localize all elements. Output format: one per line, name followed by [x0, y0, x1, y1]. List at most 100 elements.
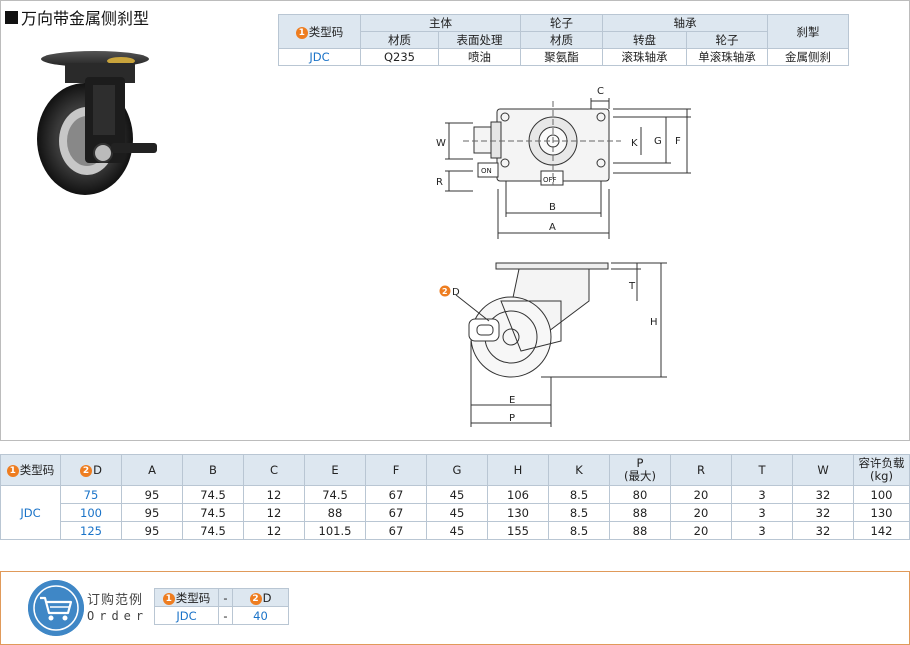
technical-drawing: C W R K G F B A ON OFF	[436, 86, 691, 427]
side-view-labels: 2 D T H E P	[439, 281, 658, 424]
table-cell: 74.5	[182, 503, 244, 522]
dims-code: JDC	[0, 485, 61, 540]
table-cell: 12	[243, 521, 305, 540]
label-p: P	[509, 413, 515, 424]
spec-header-surface: 表面处理	[438, 31, 521, 49]
table-cell: 125	[60, 521, 122, 540]
marker-1-icon: 1	[6, 464, 19, 477]
spec-header-bearing: 轴承	[602, 14, 768, 32]
table-cell: 88	[304, 503, 366, 522]
label-w: W	[436, 138, 446, 149]
spec-material: Q235	[360, 48, 439, 66]
table-cell: 130	[487, 503, 549, 522]
table-cell: 32	[792, 503, 854, 522]
dims-header-f: F	[365, 454, 427, 486]
table-cell: 67	[365, 503, 427, 522]
table-cell: 95	[121, 521, 183, 540]
table-cell: 106	[487, 485, 549, 504]
table-cell: 3	[731, 503, 793, 522]
dims-header-a: A	[121, 454, 183, 486]
table-cell: 74.5	[182, 485, 244, 504]
table-cell: 88	[609, 503, 671, 522]
order-value-type-code: JDC	[154, 606, 219, 625]
table-cell: 75	[60, 485, 122, 504]
table-cell: 142	[853, 521, 910, 540]
dims-header-g: G	[426, 454, 488, 486]
label-c: C	[597, 86, 604, 97]
label-r: R	[436, 177, 443, 188]
table-cell: 12	[243, 503, 305, 522]
table-cell: 20	[670, 521, 732, 540]
order-value-d: 40	[232, 606, 289, 625]
spec-brake: 金属侧刹	[767, 48, 849, 66]
spec-header-swivel: 转盘	[602, 31, 687, 49]
label-d: D	[452, 287, 460, 298]
table-cell: 80	[609, 485, 671, 504]
table-cell: 8.5	[548, 521, 610, 540]
table-cell: 8.5	[548, 503, 610, 522]
table-cell: 100	[60, 503, 122, 522]
label-h: H	[650, 317, 658, 328]
dims-header-e: E	[304, 454, 366, 486]
marker-1-icon: 1	[162, 592, 175, 605]
spec-header-brake: 刹掣	[767, 14, 849, 49]
marker-1-icon: 1	[295, 26, 308, 39]
spec-code: JDC	[278, 48, 361, 66]
marker-2-icon: 2	[442, 287, 448, 296]
dims-header-t: T	[731, 454, 793, 486]
side-view	[455, 262, 667, 427]
table-cell: 67	[365, 521, 427, 540]
dims-header-c: C	[243, 454, 305, 486]
table-cell: 12	[243, 485, 305, 504]
table-cell: 95	[121, 503, 183, 522]
marker-2-icon: 2	[80, 464, 93, 477]
spec-row: JDC Q235 喷油 聚氨酯 滚珠轴承 单滚珠轴承 金属侧刹	[278, 48, 849, 66]
spec-wheel-bearing: 单滚珠轴承	[686, 48, 768, 66]
label-b: B	[549, 202, 556, 213]
dims-header-r: R	[670, 454, 732, 486]
title-square-icon	[5, 10, 18, 24]
label-a: A	[549, 222, 556, 233]
label-g: G	[654, 136, 662, 147]
table-cell: 67	[365, 485, 427, 504]
label-on: ON	[481, 167, 492, 175]
table-cell: 3	[731, 485, 793, 504]
title-text: 万向带金属侧刹型	[21, 9, 150, 28]
table-cell: 155	[487, 521, 549, 540]
dims-header-p: P(最大)	[609, 454, 671, 486]
table-cell: 101.5	[304, 521, 366, 540]
spec-header-wheel-material: 材质	[520, 31, 603, 49]
top-view-labels: C W R K G F B A ON OFF	[436, 86, 681, 233]
dims-header-h: H	[487, 454, 549, 486]
label-off: OFF	[543, 176, 557, 184]
spec-header-body: 主体	[360, 14, 521, 32]
spec-wheel-material: 聚氨酯	[520, 48, 603, 66]
page-title: 万向带金属侧刹型	[5, 5, 149, 29]
table-cell: 20	[670, 503, 732, 522]
table-cell: 74.5	[182, 521, 244, 540]
table-cell: 45	[426, 503, 488, 522]
table-cell: 3	[731, 521, 793, 540]
table-cell: 130	[853, 503, 910, 522]
label-e: E	[509, 395, 515, 406]
order-header-sep: -	[218, 588, 233, 607]
table-cell: 8.5	[548, 485, 610, 504]
top-view	[445, 98, 691, 239]
table-cell: 45	[426, 485, 488, 504]
table-cell: 32	[792, 521, 854, 540]
order-value-sep: -	[218, 606, 233, 625]
table-cell: 95	[121, 485, 183, 504]
table-cell: 88	[609, 521, 671, 540]
order-title-en: Order	[87, 609, 149, 623]
dims-header-load: 容许负载(kg)	[853, 454, 910, 486]
shopping-cart-icon	[28, 580, 84, 636]
